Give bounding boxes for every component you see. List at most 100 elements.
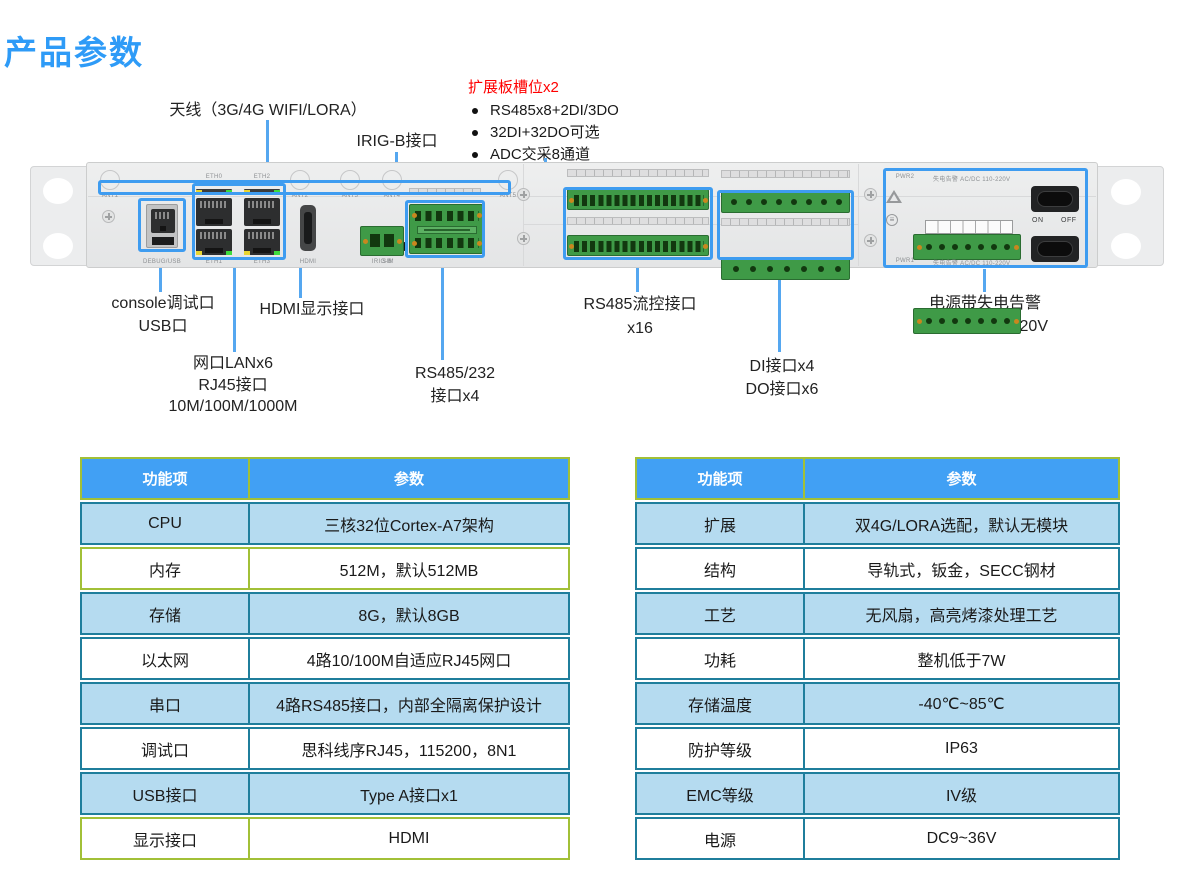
- power-connector-bottom: [913, 308, 1021, 334]
- expansion-item: ADC交采8通道: [468, 144, 678, 166]
- terminal-screw: [703, 198, 708, 203]
- panel-screw: [102, 210, 115, 223]
- rs485-flow-strip-bottom: [567, 235, 709, 256]
- spec-key: 以太网: [80, 637, 250, 680]
- eth-port: [244, 229, 280, 255]
- spec-key: EMC等级: [635, 772, 805, 815]
- di-do-callout-line: [778, 226, 781, 352]
- lan-callout-line: [233, 226, 236, 352]
- spec-key: 扩展: [635, 502, 805, 545]
- eth3-label: ETH3: [253, 259, 271, 265]
- console-port-body: [146, 204, 178, 248]
- spec-key: 防护等级: [635, 727, 805, 770]
- terminal-pins: [574, 241, 704, 252]
- spec-value: Type A接口x1: [250, 772, 570, 815]
- spec-key: 电源: [635, 817, 805, 860]
- bracket-hole: [1111, 233, 1141, 259]
- spec-value: HDMI: [250, 817, 570, 860]
- relay-diagram: [925, 220, 1013, 234]
- eth-port: [196, 198, 232, 226]
- callout-hdmi: HDMI显示接口: [259, 301, 365, 318]
- spec-header-parameter: 参数: [805, 457, 1120, 500]
- callout-rs485-232-line1: RS485/232: [414, 365, 496, 382]
- spec-row: 功耗整机低于7W: [635, 637, 1120, 680]
- power-switch-top[interactable]: [1031, 186, 1079, 212]
- callout-lan: 网口LANx6 RJ45接口 10M/100M/1000M: [133, 353, 333, 418]
- antenna-highlight-box: [98, 180, 511, 195]
- spec-key: 结构: [635, 547, 805, 590]
- terminal-screw: [363, 239, 368, 244]
- spec-value: 导轨式，钣金，SECC钢材: [805, 547, 1120, 590]
- irig-b-label: IRIG-B: [371, 259, 393, 265]
- eth-led-yellow: [244, 251, 250, 255]
- terminal-slot: [417, 226, 477, 234]
- spec-key: 存储: [80, 592, 250, 635]
- terminal-screw: [569, 198, 574, 203]
- terminal-screw: [477, 213, 482, 218]
- power-switch-bottom[interactable]: [1031, 236, 1079, 262]
- terminal-pins: [415, 238, 479, 248]
- spec-table-right: 功能项 参数 扩展双4G/LORA选配，默认无模块结构导轨式，钣金，SECC钢材…: [635, 455, 1120, 862]
- spec-key: 工艺: [635, 592, 805, 635]
- terminal-label-strip: [721, 218, 850, 226]
- spec-key: CPU: [80, 502, 250, 545]
- panel-screw: [517, 188, 530, 201]
- callout-lan-line3: 10M/100M/1000M: [168, 398, 298, 415]
- expansion-item: RS485x8+2DI/3DO: [468, 100, 678, 122]
- callout-rs485-232: RS485/232 接口x4: [380, 362, 530, 408]
- callout-console-line1: console调试口: [111, 295, 215, 312]
- callout-rs485-flow: RS485流控接口 x16: [540, 293, 740, 341]
- terminal-screw: [917, 245, 922, 250]
- terminal-screw: [397, 239, 402, 244]
- spec-row: 扩展双4G/LORA选配，默认无模块: [635, 502, 1120, 545]
- callout-console: console调试口 USB口: [63, 292, 263, 338]
- off-label: OFF: [1061, 217, 1077, 224]
- spec-key: 显示接口: [80, 817, 250, 860]
- console-rj45-port: [151, 209, 175, 233]
- eth-led-yellow: [196, 251, 202, 255]
- terminal-screw: [703, 244, 708, 249]
- spec-header-function: 功能项: [80, 457, 250, 500]
- spec-row: 工艺无风扇，高亮烤漆处理工艺: [635, 592, 1120, 635]
- ant1-label: ANT1: [101, 193, 119, 199]
- terminal-screw: [569, 244, 574, 249]
- expansion-item: 32DI+32DO可选: [468, 122, 678, 144]
- rs485-232-callout-line: [441, 232, 444, 360]
- callout-di-do-line1: DI接口x4: [749, 358, 815, 375]
- eth1-label: ETH1: [205, 259, 223, 265]
- console-highlight-box: [138, 198, 186, 252]
- sim-label: SIM: [382, 259, 394, 265]
- do-connector: [721, 258, 850, 280]
- pwr1-label: PWR1: [895, 258, 915, 264]
- spec-value: 4路RS485接口，内部全隔离保护设计: [250, 682, 570, 725]
- spec-row: 存储温度-40℃~85℃: [635, 682, 1120, 725]
- eth-highlight-box: [192, 183, 286, 260]
- spec-value: 三核32位Cortex-A7架构: [250, 502, 570, 545]
- rs485-flow-highlight-box: [563, 187, 713, 260]
- eth-led-green: [274, 251, 280, 255]
- spec-header-row: 功能项 参数: [80, 457, 570, 500]
- eth-port: [244, 198, 280, 226]
- warning-triangle-icon: [886, 190, 902, 203]
- power-highlight-box: [883, 168, 1088, 268]
- callout-lan-line1: 网口LANx6: [192, 355, 274, 372]
- ground-icon: ≡: [886, 214, 898, 226]
- spec-header-parameter: 参数: [250, 457, 570, 500]
- spec-value: 8G，默认8GB: [250, 592, 570, 635]
- expansion-title: 扩展板槽位x2: [468, 79, 559, 96]
- panel-divider: [523, 164, 524, 266]
- antenna-callout-line: [266, 120, 269, 182]
- spec-value: DC9~36V: [805, 817, 1120, 860]
- spec-header-function: 功能项: [635, 457, 805, 500]
- terminal-screw: [477, 241, 482, 246]
- callout-di-do: DI接口x4 DO接口x6: [692, 355, 872, 401]
- spec-value: 无风扇，高亮烤漆处理工艺: [805, 592, 1120, 635]
- callout-di-do-line2: DO接口x6: [745, 381, 819, 398]
- bracket-hole: [43, 178, 73, 204]
